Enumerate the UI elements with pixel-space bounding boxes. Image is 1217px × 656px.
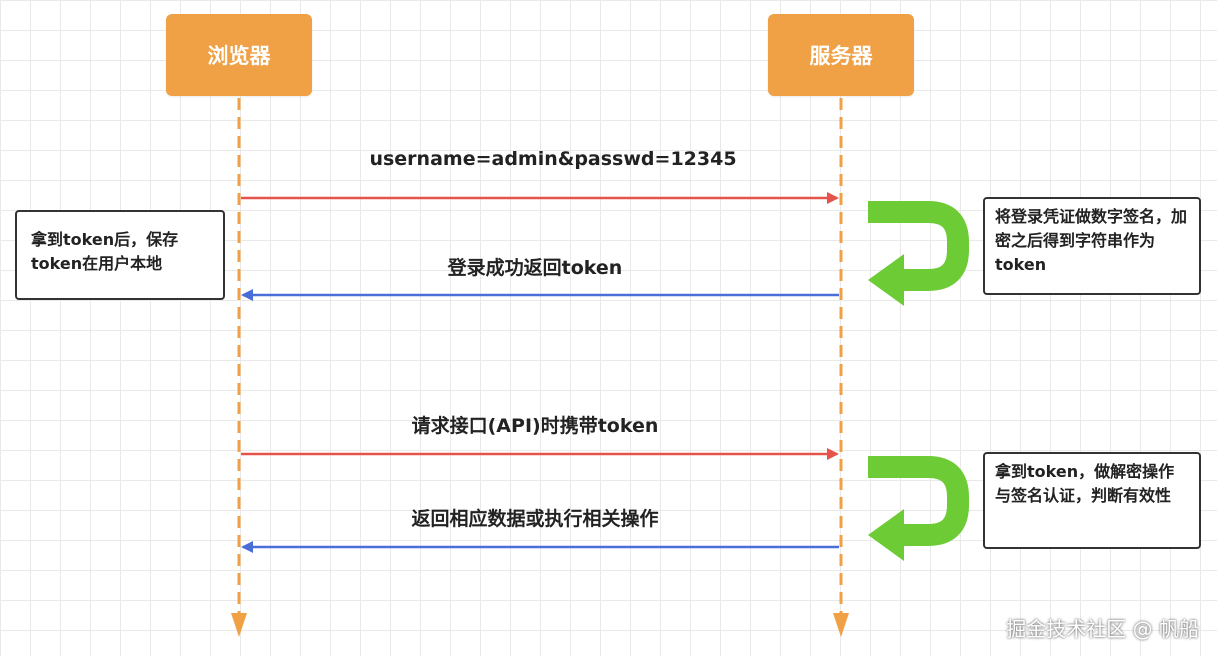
- token-response-label: 登录成功返回token: [447, 257, 623, 279]
- server-sign-note: 将登录凭证做数字签名，加密之后得到字符串作为token: [983, 197, 1201, 295]
- data-response-label: 返回相应数据或执行相关操作: [411, 508, 659, 530]
- server-lifeline-arrowhead: [833, 613, 849, 637]
- login-request-label: username=admin&passwd=12345: [369, 148, 737, 170]
- client-storage-note: 拿到token后，保存token在用户本地: [15, 210, 225, 300]
- server-actor-box: 服务器: [768, 14, 914, 96]
- browser-actor-box: 浏览器: [166, 14, 312, 96]
- watermark: 掘金技术社区 @ 帆船: [1006, 617, 1199, 641]
- server-self-process-arrow-2: [868, 456, 969, 561]
- server-verify-note: 拿到token，做解密操作与签名认证，判断有效性: [983, 452, 1201, 549]
- browser-lifeline-arrowhead: [231, 613, 247, 637]
- server-self-process-arrow-1: [868, 201, 969, 306]
- api-request-label: 请求接口(API)时携带token: [411, 415, 659, 437]
